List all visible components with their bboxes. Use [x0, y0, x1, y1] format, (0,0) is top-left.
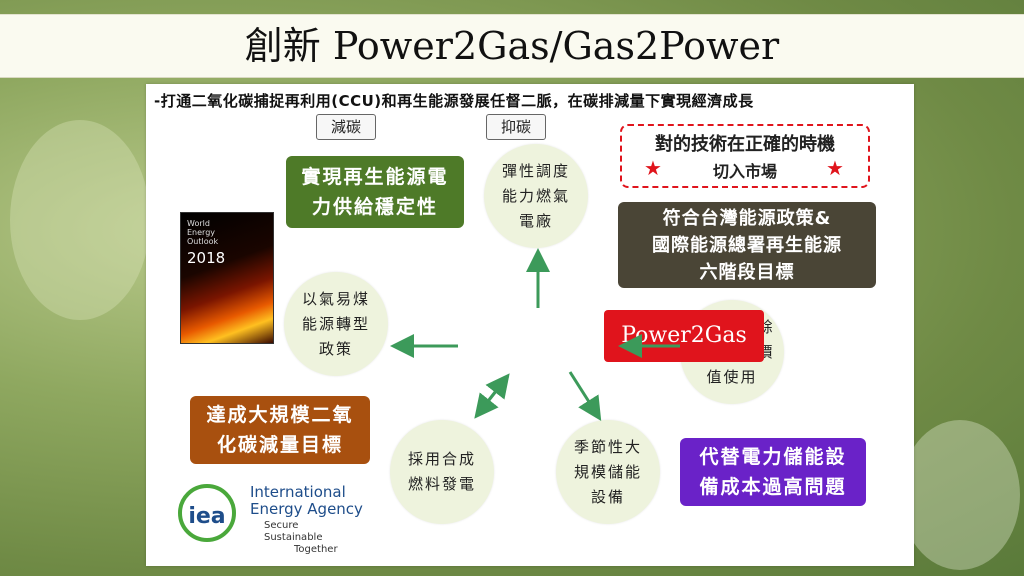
circle-text: 能力燃氣: [501, 186, 570, 205]
arrow-down-right: [568, 371, 602, 422]
policy-box-line1: 符合台灣能源政策&: [662, 207, 832, 229]
circle-text: 政策: [318, 339, 353, 358]
circle-text: 彈性調度: [501, 161, 570, 180]
circle-text: 電廠: [518, 211, 553, 230]
brown-box-line2: 化碳減量目標: [216, 434, 343, 456]
weo-2018-cover: World Energy Outlook 2018: [180, 212, 274, 344]
circle-text: 能源轉型: [301, 314, 370, 333]
tag-reduce-carbon: 減碳: [316, 114, 376, 140]
circle-gas-for-coal: 以氣易煤 能源轉型 政策: [284, 272, 388, 376]
star-icon: ★: [826, 156, 844, 180]
circle-text: 規模儲能: [573, 462, 642, 481]
brown-box: 達成大規模二氧 化碳減量目標: [190, 396, 370, 464]
timing-callout: 對的技術在正確的時機 ★ 切入市場 ★: [620, 124, 870, 188]
purple-box-line2: 備成本過高問題: [699, 476, 847, 498]
background-blob: [10, 120, 150, 320]
subtitle: -打通二氧化碳捕捉再利用(CCU)和再生能源發展任督二脈，在碳排減量下實現經濟成…: [154, 92, 754, 110]
brown-box-line1: 達成大規模二氧: [206, 404, 354, 426]
circle-text: 燃料發電: [407, 475, 476, 493]
policy-box: 符合台灣能源政策& 國際能源總署再生能源 六階段目標: [618, 202, 876, 288]
iea-tagline: Secure Sustainable Together: [264, 520, 338, 556]
iea-name-line1: International: [250, 483, 346, 501]
diagram-panel: -打通二氧化碳捕捉再利用(CCU)和再生能源發展任督二脈，在碳排減量下實現經濟成…: [146, 84, 914, 566]
iea-name: International Energy Agency: [250, 484, 363, 518]
green-box: 實現再生能源電 力供給穩定性: [286, 156, 464, 228]
star-icon: ★: [644, 156, 662, 180]
green-box-line2: 力供給穩定性: [311, 196, 438, 218]
circle-text: 設備: [590, 487, 625, 506]
green-box-line1: 實現再生能源電: [301, 166, 449, 188]
page-title: 創新 Power2Gas/Gas2Power: [244, 24, 780, 68]
circle-flexible-gas-plant: 彈性調度 能力燃氣 電廠: [484, 144, 588, 248]
title-bar: 創新 Power2Gas/Gas2Power: [0, 14, 1024, 78]
arrows-layer: [390, 248, 680, 422]
timing-line1: 對的技術在正確的時機: [655, 134, 835, 155]
iea-tag3: Together: [294, 544, 338, 555]
iea-logo: iea: [178, 484, 236, 542]
policy-box-line3: 六階段目標: [699, 261, 795, 283]
arrow-down-left-back: [476, 373, 510, 415]
circle-text: 值使用: [706, 367, 758, 386]
iea-tag1: Secure: [264, 520, 299, 531]
tag-suppress-carbon: 抑碳: [486, 114, 546, 140]
book-title: World Energy Outlook: [187, 219, 219, 246]
purple-box-line1: 代替電力儲能設: [699, 446, 847, 468]
policy-box-line2: 國際能源總署再生能源: [652, 234, 842, 256]
circle-synthetic-fuel: 採用合成 燃料發電: [390, 420, 494, 524]
timing-line2: 切入市場: [712, 162, 777, 181]
book-year: 2018: [187, 249, 226, 267]
purple-box: 代替電力儲能設 備成本過高問題: [680, 438, 866, 506]
iea-name-line2: Energy Agency: [250, 500, 363, 518]
circle-text: 以氣易煤: [301, 289, 370, 308]
background-blob: [900, 420, 1020, 570]
circle-text: 採用合成: [407, 450, 476, 468]
circle-text: 季節性大: [573, 437, 642, 456]
iea-tag2: Sustainable: [264, 532, 323, 543]
circle-seasonal-storage: 季節性大 規模儲能 設備: [556, 420, 660, 524]
